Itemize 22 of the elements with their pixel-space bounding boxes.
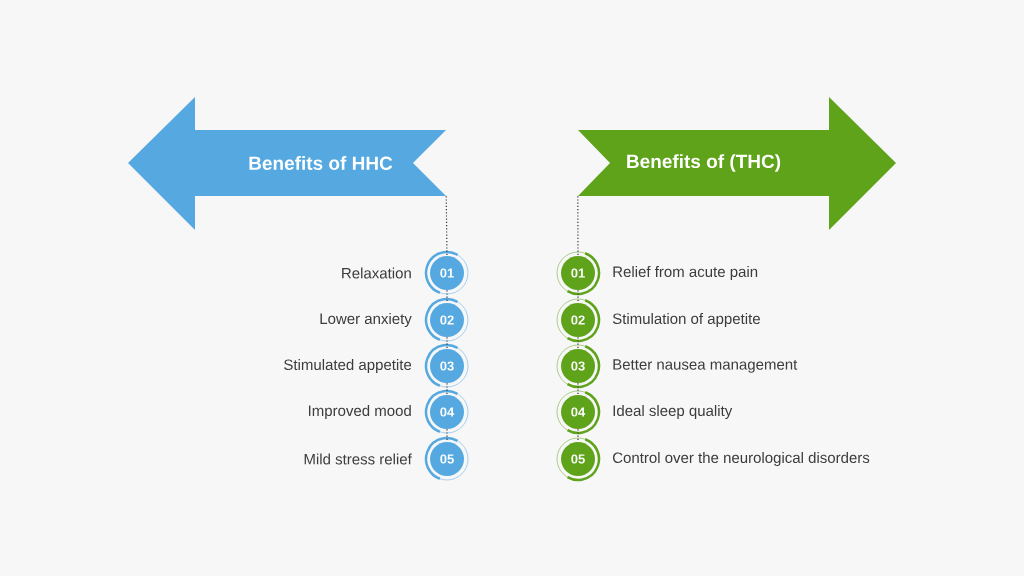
benefit-text: Relief from acute pain bbox=[613, 266, 758, 280]
benefit-text: Ideal sleep quality bbox=[613, 405, 733, 419]
dotted-connector bbox=[446, 428, 448, 443]
benefit-text: Lower anxiety bbox=[320, 313, 412, 327]
benefit-text: Better nausea management bbox=[613, 359, 798, 373]
dotted-connector bbox=[577, 428, 579, 443]
dotted-connector bbox=[446, 336, 448, 350]
dotted-connector bbox=[577, 336, 579, 350]
dotted-connector bbox=[577, 289, 579, 304]
benefit-text: Control over the neurological disorders bbox=[613, 452, 870, 466]
dotted-connector bbox=[446, 382, 448, 396]
arrow-banner: Benefits of HHC bbox=[128, 97, 446, 230]
dotted-connector bbox=[577, 382, 579, 396]
benefit-text: Improved mood bbox=[308, 405, 411, 419]
benefit-text: Mild stress relief bbox=[304, 453, 412, 465]
dotted-connector bbox=[577, 195, 579, 257]
dotted-connector bbox=[446, 289, 448, 304]
arrow-banner: Benefits of (THC) bbox=[578, 97, 896, 230]
dotted-connector bbox=[445, 195, 448, 257]
benefit-text: Relaxation bbox=[342, 267, 411, 279]
benefit-text: Stimulation of appetite bbox=[612, 313, 760, 327]
benefit-text: Stimulated appetite bbox=[284, 359, 412, 373]
